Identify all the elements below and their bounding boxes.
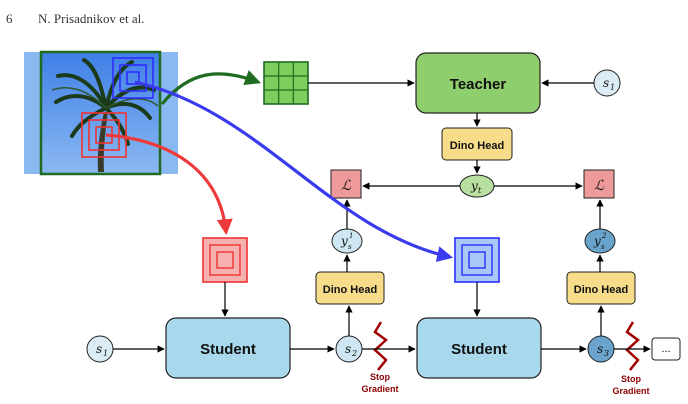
global-crop-frame (39, 50, 162, 176)
author-line: N. Prisadnikov et al. (38, 11, 145, 26)
svg-text:Student: Student (200, 341, 256, 358)
svg-text:y: y (470, 179, 478, 193)
blue-crop-arrow (134, 80, 454, 262)
input-image (24, 50, 178, 176)
teacher-dino-head: Dino Head (441, 127, 513, 161)
svg-text:y: y (340, 234, 348, 248)
svg-text:Student: Student (451, 341, 507, 358)
svg-text:t: t (478, 186, 482, 195)
yt-node: y t (459, 174, 495, 198)
svg-text:s: s (96, 342, 102, 356)
teacher-label: Teacher (450, 76, 507, 93)
red-crop-arrow (105, 133, 233, 236)
svg-text:s: s (601, 243, 605, 251)
stop-gradient-label-2b: Gradient (612, 386, 649, 396)
teacher-block: Teacher (415, 52, 541, 114)
student1-dino-head: Dino Head (315, 271, 385, 305)
page-number: 6 (6, 11, 13, 26)
palm-tree-icon (51, 58, 159, 172)
s3-node: s 3 (587, 335, 615, 363)
svg-text:s: s (603, 76, 609, 90)
red-crop-patch (202, 237, 248, 283)
svg-text:ℒ: ℒ (594, 178, 605, 194)
stop-gradient-marker-2 (625, 321, 640, 371)
loss-left: ℒ (330, 169, 362, 199)
svg-text:2: 2 (601, 232, 607, 240)
s1-teacher-node: s 1 (593, 69, 621, 97)
svg-text:Dino Head: Dino Head (323, 284, 377, 296)
student2-dino-head: Dino Head (566, 271, 636, 305)
stop-gradient-label-1a: Stop (370, 372, 390, 382)
s2-node: s 2 (335, 335, 363, 363)
svg-text:3: 3 (604, 349, 609, 358)
svg-text:y: y (593, 234, 601, 248)
s1-input-node: s 1 (86, 335, 114, 363)
ys1-node: y s 1 (331, 228, 363, 254)
svg-text:s: s (348, 243, 352, 251)
flow-arrows (113, 79, 651, 353)
svg-text:1: 1 (103, 349, 108, 358)
student-block-2: Student (416, 317, 542, 379)
student-block-1: Student (165, 317, 291, 379)
svg-text:Dino Head: Dino Head (574, 284, 628, 296)
svg-text:s: s (597, 342, 603, 356)
ys2-node: y s 2 (584, 228, 616, 254)
svg-text:1: 1 (610, 83, 615, 92)
svg-text:...: ... (661, 343, 670, 355)
stop-gradient-marker-1 (373, 321, 388, 371)
svg-text:ℒ: ℒ (341, 178, 352, 194)
blue-crop-marker (112, 57, 154, 99)
blue-crop-patch (454, 237, 500, 283)
ellipsis-box: ... (651, 337, 681, 361)
svg-text:1: 1 (349, 232, 353, 240)
teacher-patch-grid (263, 61, 309, 105)
svg-text:s: s (345, 342, 351, 356)
teacher-dino-head-label: Dino Head (450, 140, 504, 152)
stop-gradient-label-2a: Stop (621, 374, 641, 384)
stop-gradient-label-1b: Gradient (361, 384, 398, 394)
svg-text:2: 2 (351, 349, 357, 358)
loss-right: ℒ (583, 169, 615, 199)
